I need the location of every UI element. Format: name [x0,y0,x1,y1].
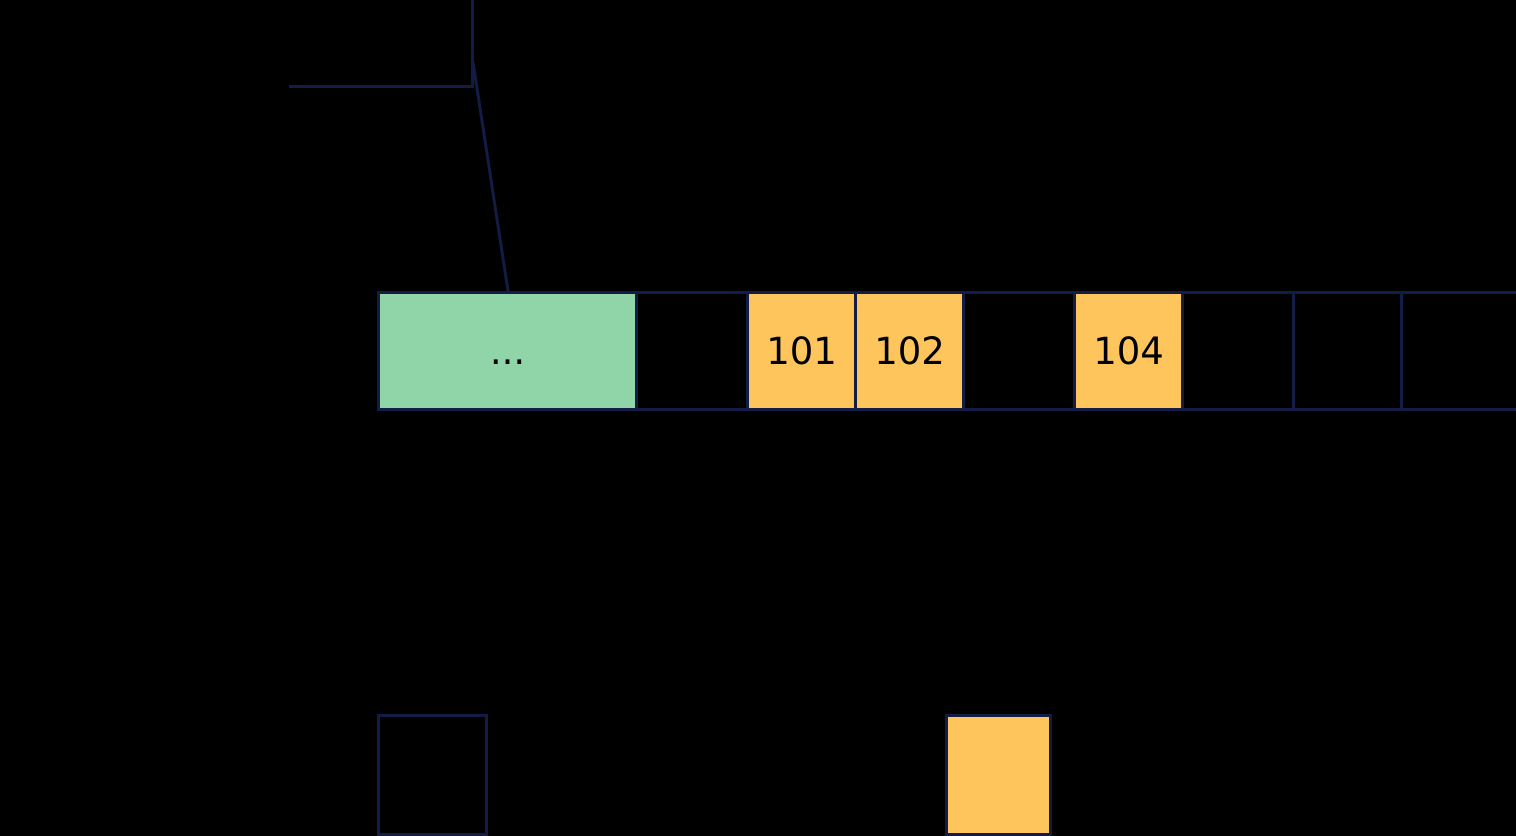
array-cell-label: 102 [874,329,945,373]
array-cell-1[interactable] [638,294,749,408]
array-cell-5[interactable]: 104 [1076,294,1184,408]
array-cell-label: 104 [1093,329,1164,373]
legend-swatch-1 [945,714,1052,836]
array-cell-0[interactable]: ... [380,294,638,408]
legend-swatch-0 [377,714,488,836]
array-cell-4[interactable] [965,294,1076,408]
array-cell-6[interactable] [1184,294,1295,408]
memory-array-row: ... 101 102 104 [377,291,1516,411]
array-cell-2[interactable]: 101 [749,294,857,408]
array-cell-7[interactable] [1295,294,1403,408]
array-cell-label: 101 [766,329,837,373]
array-cell-label: ... [489,329,526,373]
annotation-callout-box [289,0,474,88]
array-cell-8[interactable] [1403,294,1516,408]
array-cell-3[interactable]: 102 [857,294,965,408]
